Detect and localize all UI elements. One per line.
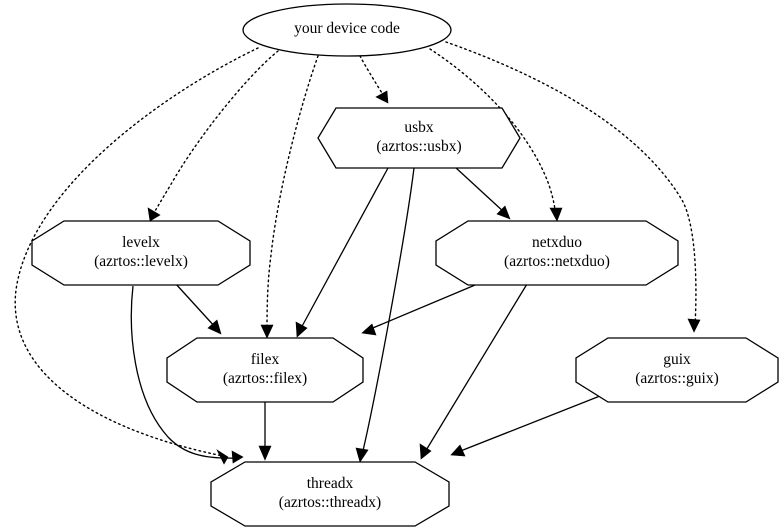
node-filex[interactable] (166, 337, 364, 403)
edge-filex-to-threadx (258, 402, 272, 461)
edge-usbx-to-threadx (355, 167, 415, 463)
edge-device-to-filex (260, 55, 319, 339)
edge-netxduo-to-filex (361, 279, 488, 336)
edge-netxduo-to-threadx (419, 283, 528, 460)
edge-levelx-to-threadx (130, 285, 244, 464)
edge-device-to-guix (445, 41, 701, 333)
node-threadx[interactable] (210, 461, 450, 527)
node-netxduo[interactable] (435, 220, 679, 286)
edge-levelx-to-filex (174, 282, 222, 335)
edge-device-to-netxduo (429, 48, 563, 222)
edge-device-to-levelx (147, 50, 279, 222)
node-guix[interactable] (575, 337, 779, 403)
edge-usbx-to-filex (295, 167, 389, 338)
edge-guix-to-threadx (450, 393, 606, 457)
node-levelx[interactable] (31, 220, 251, 286)
edge-device-to-threadx (14, 47, 259, 465)
edge-usbx-to-netxduo (454, 166, 511, 220)
node-usbx[interactable] (317, 107, 521, 169)
node-your-device-code[interactable] (242, 3, 452, 57)
edge-device-to-usbx (359, 55, 389, 104)
